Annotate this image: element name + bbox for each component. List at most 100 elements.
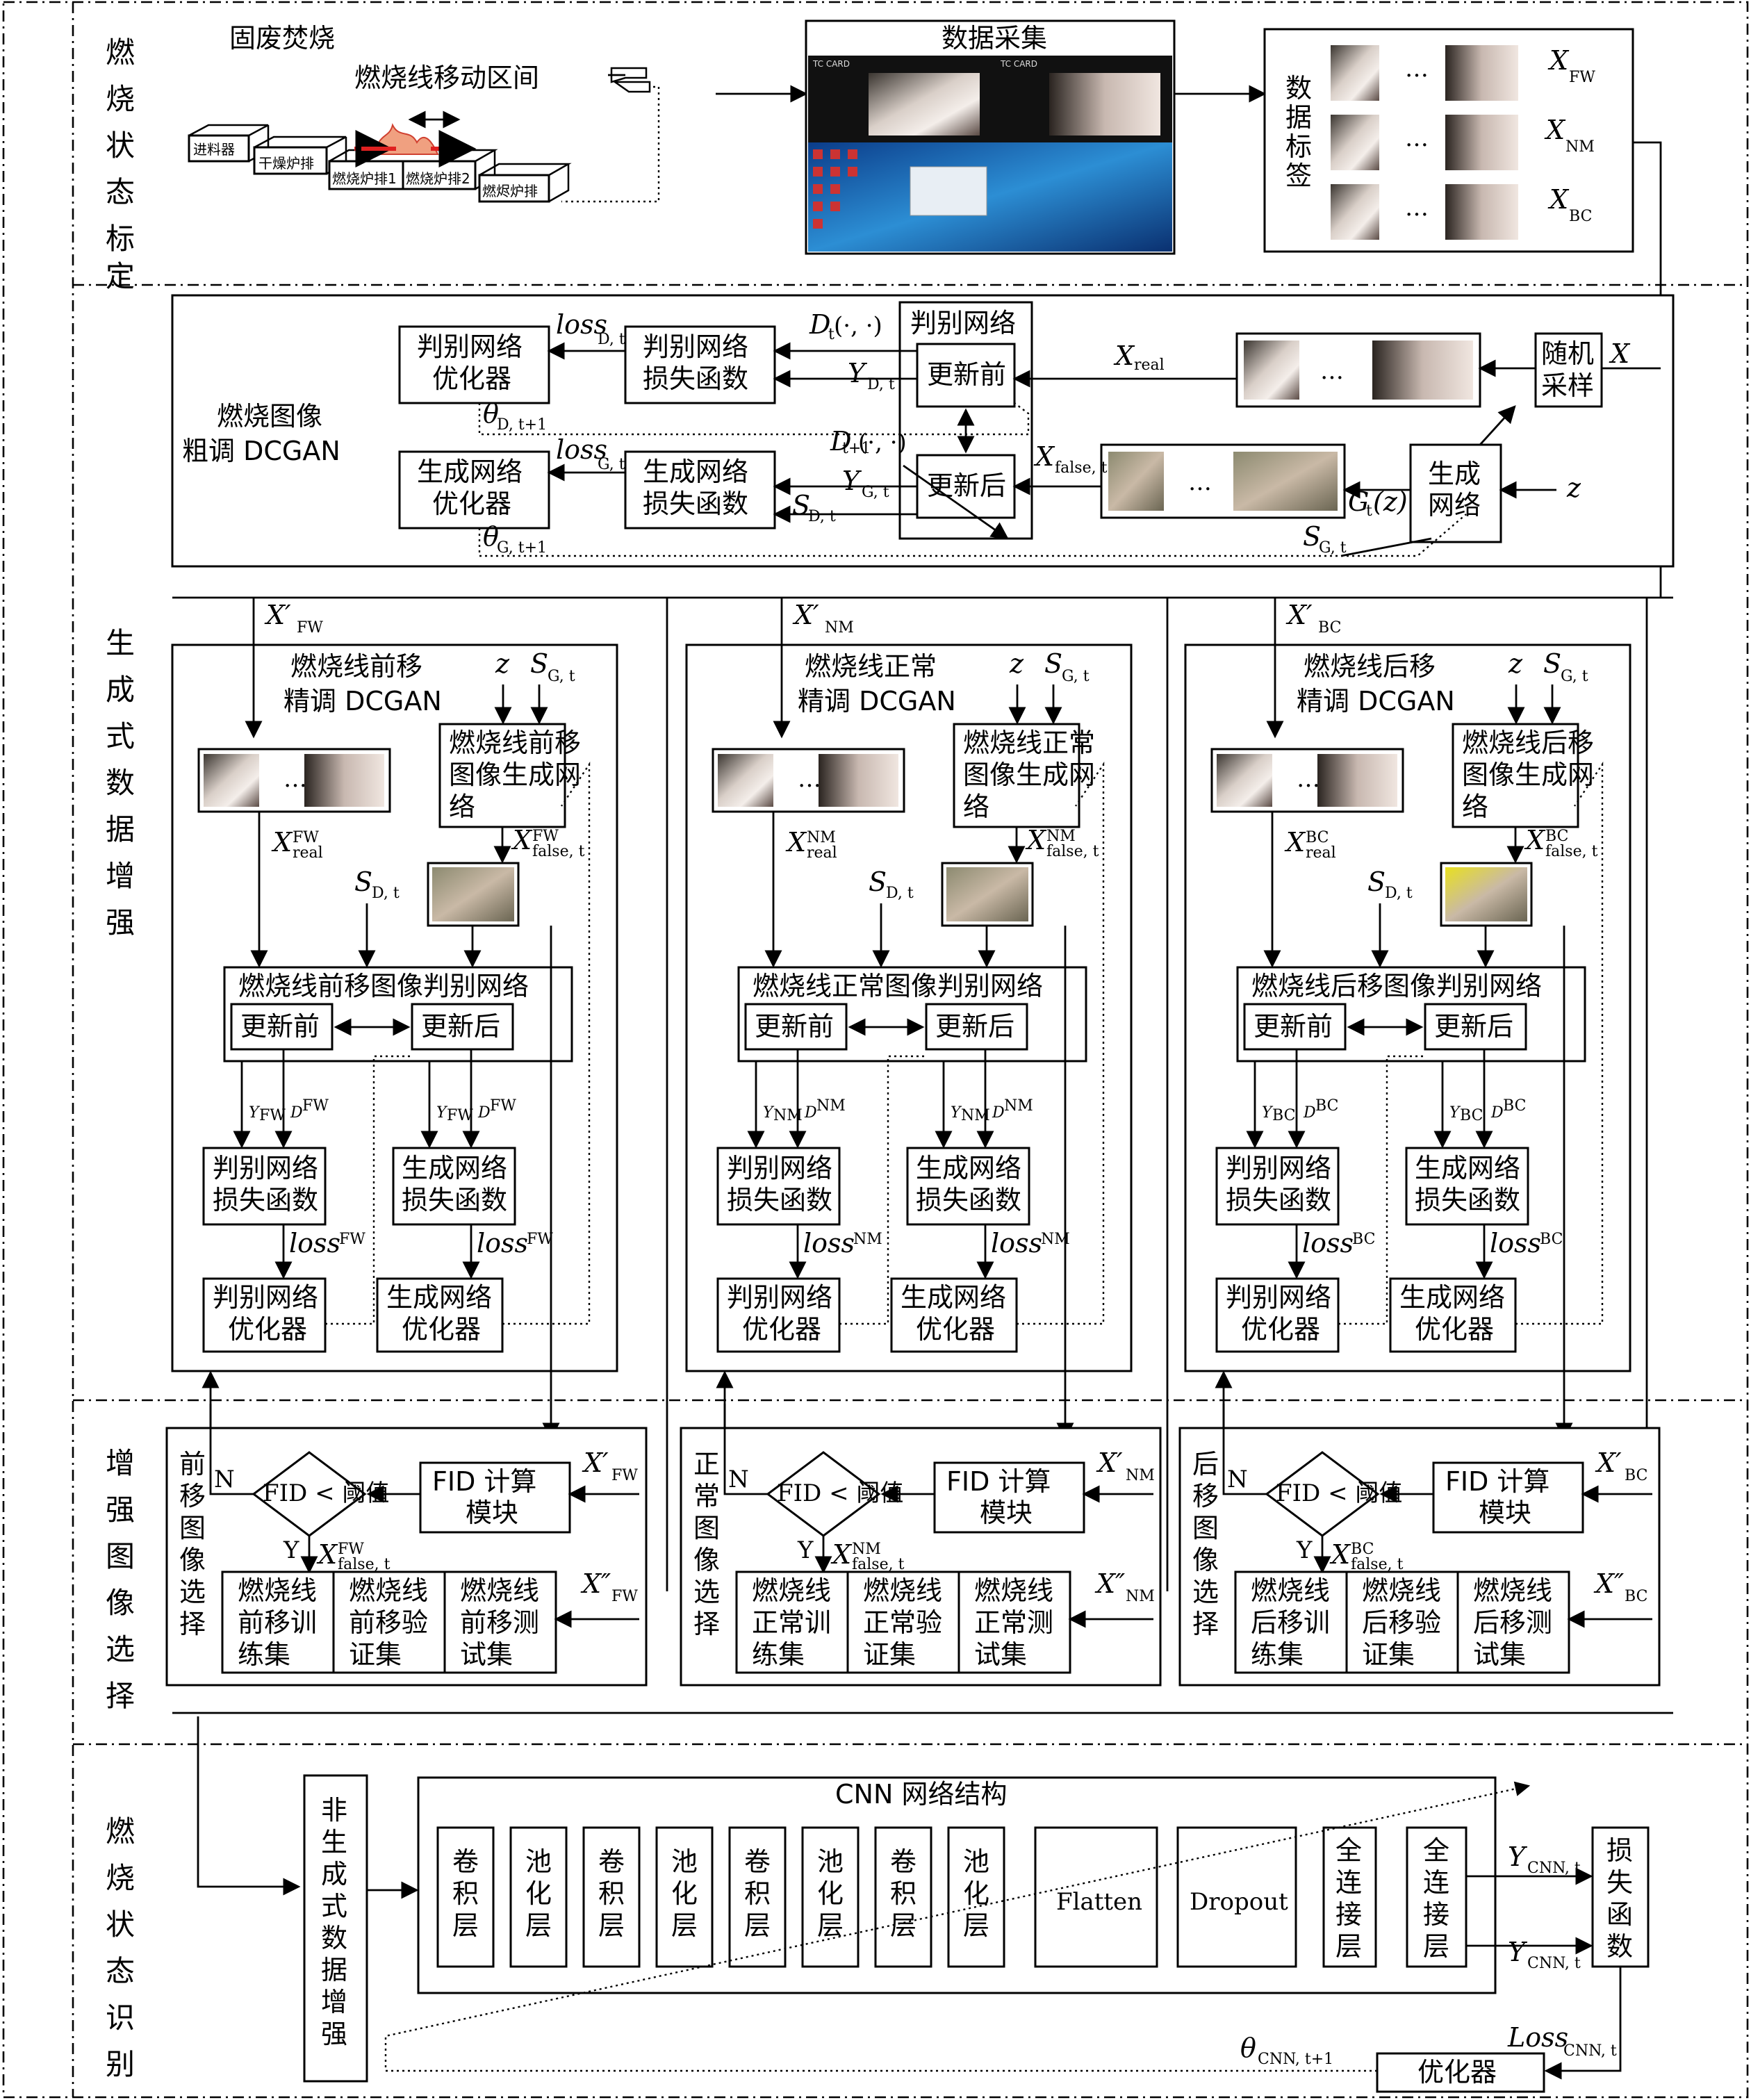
svg-text:优化器: 优化器 bbox=[1417, 2057, 1497, 2087]
svg-text:生成网络: 生成网络 bbox=[417, 457, 523, 487]
selection-side-label: 图 bbox=[693, 1513, 720, 1543]
fid-module-label: 模块 bbox=[466, 1498, 518, 1528]
fid-module-label: FID 计算 bbox=[432, 1466, 536, 1497]
dataset-label: 后移验 bbox=[1362, 1607, 1441, 1638]
svg-text:更新后: 更新后 bbox=[927, 470, 1006, 501]
s-d-sub: D, t bbox=[886, 885, 914, 902]
dataset-label: 燃烧线 bbox=[1473, 1575, 1552, 1606]
x-prime-label: X′ bbox=[264, 600, 291, 630]
dataset-label: 前移测 bbox=[460, 1607, 539, 1638]
fine-title-1: 燃烧线后移 bbox=[1304, 651, 1436, 682]
ellipsis: … bbox=[1297, 765, 1320, 793]
cnn-layer-label: 层 bbox=[525, 1910, 552, 1941]
coarse-title-1: 燃烧图像 bbox=[217, 401, 322, 432]
gen-loss-label: 生成网络 bbox=[1415, 1153, 1520, 1183]
fine-title-2: 精调 DCGAN bbox=[798, 686, 956, 716]
svg-text:CNN, t: CNN, t bbox=[1563, 2042, 1617, 2060]
fine-dcgan-nm: 燃烧线正常精调 DCGANX′NMzSG, t…燃烧线正常图像生成网络XNMfa… bbox=[687, 598, 1131, 1442]
svg-text:CNN, t: CNN, t bbox=[1527, 1860, 1581, 1877]
y-d-sup: NM bbox=[773, 1107, 803, 1124]
section-label-generative: 生成式数据增强 bbox=[106, 626, 135, 940]
d2-sup: FW bbox=[490, 1097, 516, 1115]
disc-opt-label: 判别网络 bbox=[727, 1282, 832, 1313]
section-label-selection: 增强图像选择 bbox=[106, 1446, 135, 1713]
selection-side-label: 像 bbox=[179, 1545, 206, 1575]
svg-text:采样: 采样 bbox=[1541, 370, 1594, 401]
section-labels: 燃烧状态标定 生成式数据增强 增强图像选择 燃烧状态识别 bbox=[106, 35, 135, 2081]
burn-grate-1-label: 燃烧炉排1 bbox=[332, 170, 397, 187]
fine-generator-label: 燃烧线正常 bbox=[963, 728, 1095, 758]
gen-loss-label: 损失函数 bbox=[1415, 1185, 1520, 1215]
svg-text:CNN, t+1: CNN, t+1 bbox=[1258, 2051, 1333, 2068]
selection-side-label: 图 bbox=[1192, 1513, 1219, 1543]
s-sub: G, t bbox=[1561, 668, 1588, 685]
flame-icon bbox=[354, 125, 472, 154]
svg-text:更新前: 更新前 bbox=[927, 359, 1006, 390]
d-label: D bbox=[290, 1104, 303, 1122]
x-prime-sub: FW bbox=[297, 619, 323, 637]
dataset-label: 燃烧线 bbox=[349, 1575, 428, 1606]
x-dprime-sub: FW bbox=[611, 1588, 638, 1605]
cnn-layer-label: 化 bbox=[817, 1878, 844, 1909]
x-real-label: X bbox=[271, 827, 293, 858]
fine-generator-label: 络 bbox=[449, 791, 475, 822]
svg-text:(·, ·): (·, ·) bbox=[834, 312, 882, 340]
cnn-layer-label: 卷 bbox=[744, 1846, 771, 1877]
selection-side-label: 选 bbox=[1192, 1577, 1219, 1607]
dataset-label: 前移训 bbox=[238, 1607, 317, 1638]
dataset-label: 燃烧线 bbox=[974, 1575, 1053, 1606]
s-d-label: S bbox=[869, 867, 887, 897]
dataset-label: 证集 bbox=[349, 1639, 402, 1670]
y-d-sup: FW bbox=[259, 1107, 286, 1124]
z-label: z bbox=[1508, 648, 1523, 679]
svg-text:优化器: 优化器 bbox=[432, 363, 511, 394]
selection-side-label: 选 bbox=[693, 1577, 720, 1607]
coarse-x-false-sub: false, t bbox=[1055, 459, 1108, 477]
x-prime-label: X′ bbox=[1595, 1447, 1622, 1478]
no-label: N bbox=[1227, 1466, 1248, 1493]
tc-card-label-2: TC CARD bbox=[1000, 59, 1037, 69]
svg-text:优化器: 优化器 bbox=[432, 489, 511, 519]
loss-d-sup: NM bbox=[853, 1231, 882, 1248]
x-false-label: X bbox=[1025, 825, 1047, 855]
s-label: S bbox=[530, 648, 548, 679]
x-dprime-label: X″ bbox=[580, 1568, 611, 1599]
cnn-layer-label: 卷 bbox=[598, 1846, 625, 1877]
s-d-label: S bbox=[1367, 867, 1386, 897]
svg-text:G, t+1: G, t+1 bbox=[497, 539, 547, 557]
gen-loss-label: 损失函数 bbox=[916, 1185, 1021, 1215]
fine-title-2: 精调 DCGAN bbox=[1297, 686, 1455, 716]
x-real-sub: real bbox=[807, 844, 837, 862]
svg-text:Y: Y bbox=[1508, 1841, 1528, 1872]
gen-opt-label: 优化器 bbox=[1415, 1314, 1494, 1345]
x-prime-sub: BC bbox=[1625, 1467, 1647, 1484]
before-update: 更新前 bbox=[1253, 1011, 1333, 1042]
s-label: S bbox=[1044, 648, 1062, 679]
selection-side-label: 常 bbox=[693, 1481, 720, 1511]
coarse-title-2: 粗调 DCGAN bbox=[182, 436, 340, 466]
selection-side-label: 择 bbox=[693, 1609, 720, 1639]
svg-text:z: z bbox=[1566, 473, 1581, 503]
svg-text:损失函数: 损失函数 bbox=[643, 363, 748, 394]
x-false-sub: false, t bbox=[852, 1556, 905, 1573]
disc-loss-label: 损失函数 bbox=[213, 1185, 318, 1215]
svg-text:X: X bbox=[1609, 338, 1631, 369]
d-sup: FW bbox=[302, 1097, 329, 1115]
selection-side-label: 正 bbox=[693, 1449, 720, 1479]
gen-opt-label: 生成网络 bbox=[386, 1282, 492, 1313]
dataset-label: 后移训 bbox=[1251, 1607, 1330, 1638]
svg-text:…: … bbox=[1320, 357, 1344, 385]
svg-text:生成: 生成 bbox=[1428, 459, 1481, 489]
yes-label: Y bbox=[283, 1536, 299, 1564]
selection-panels: 前移图像选择FID < 阈值NYFID 计算模块X′FWXFWfalse, t燃… bbox=[167, 1404, 1659, 1685]
cnn-layer-label: 池 bbox=[963, 1846, 989, 1877]
x-false-sub: false, t bbox=[338, 1556, 391, 1573]
ellipsis: … bbox=[283, 765, 307, 793]
svg-text:判别网络: 判别网络 bbox=[643, 331, 748, 362]
dataset-label: 试集 bbox=[460, 1639, 513, 1670]
cnn-layer-label: 积 bbox=[598, 1878, 625, 1909]
loss-d-sup: BC bbox=[1352, 1231, 1375, 1248]
after-update: 更新后 bbox=[1434, 1011, 1513, 1042]
loss-g-sup: BC bbox=[1540, 1231, 1563, 1248]
